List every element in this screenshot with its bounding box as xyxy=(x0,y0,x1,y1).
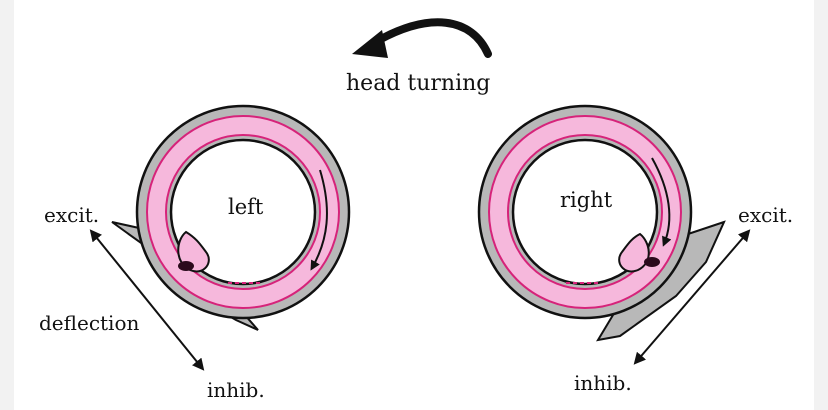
right-inhib-label: inhib. xyxy=(574,371,632,395)
right-crista xyxy=(644,257,660,267)
left-inhib-label: inhib. xyxy=(207,378,265,402)
left-crista xyxy=(178,261,194,271)
deflection-label: deflection xyxy=(39,311,139,335)
head-turning-label: head turning xyxy=(346,71,490,96)
right-excit-label: excit. xyxy=(738,203,793,227)
right-canal xyxy=(479,106,724,340)
left-label: left xyxy=(228,195,264,219)
head-turning-arrow xyxy=(352,22,488,58)
left-excit-label: excit. xyxy=(44,203,99,227)
right-label: right xyxy=(560,188,613,212)
